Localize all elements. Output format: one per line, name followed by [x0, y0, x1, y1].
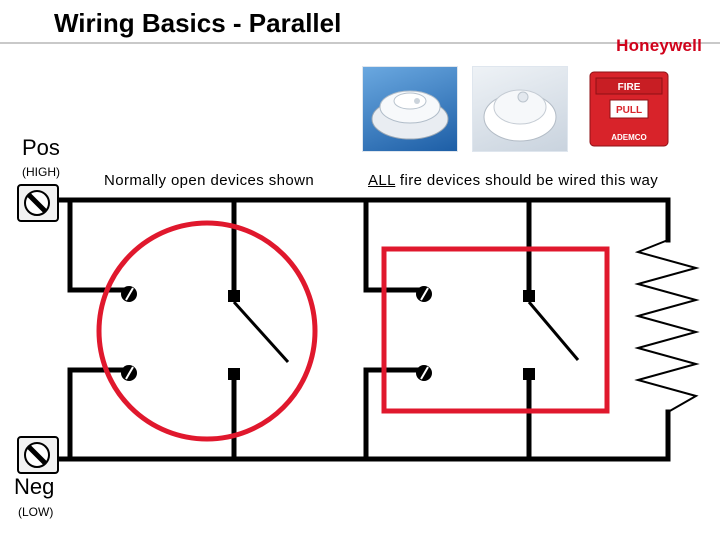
right-device-switch-contact — [527, 301, 580, 361]
right-device-terminals — [416, 286, 535, 381]
right-device-pos-lead — [363, 197, 423, 293]
end-of-line-resistor-icon — [634, 239, 700, 413]
heat-detector-icon — [483, 89, 557, 142]
negative-terminal-label: Neg — [14, 474, 55, 499]
pull-station-handle-text: PULL — [616, 105, 642, 116]
correct-wiring-highlight-box — [381, 246, 610, 414]
left-device-pos-lead — [67, 197, 128, 293]
positive-terminal-sublabel: (HIGH) — [22, 165, 60, 179]
page-title: Wiring Basics - Parallel — [54, 8, 342, 38]
negative-terminal-knob-icon — [17, 436, 59, 474]
right-caption: ALL fire devices should be wired this wa… — [368, 172, 658, 189]
heat-detector-photo — [472, 66, 568, 152]
pull-station-photo: FIRE PULL ADEMCO — [582, 66, 676, 150]
left-device-terminals — [121, 286, 240, 381]
positive-terminal-label: Pos — [22, 135, 60, 160]
left-caption: Normally open devices shown — [104, 172, 315, 189]
incorrect-wiring-highlight-circle — [96, 220, 318, 442]
right-caption-emphasis: ALL — [368, 172, 396, 189]
left-device-switch-contact — [232, 300, 290, 364]
smoke-detector-photo — [362, 66, 458, 152]
honeywell-logo: Honeywell — [616, 36, 702, 55]
left-device-neg-lead — [67, 367, 128, 462]
pull-station-brand-text: ADEMCO — [611, 133, 647, 142]
title-divider — [0, 42, 720, 44]
right-caption-text: fire devices should be wired this way — [395, 172, 659, 189]
smoke-detector-icon — [371, 90, 449, 140]
right-device-neg-lead — [363, 367, 423, 462]
positive-terminal-knob-icon — [17, 184, 59, 222]
pull-station-icon: FIRE PULL ADEMCO — [589, 71, 669, 147]
pull-station-top-text: FIRE — [618, 82, 641, 93]
negative-terminal-sublabel: (LOW) — [18, 505, 54, 519]
